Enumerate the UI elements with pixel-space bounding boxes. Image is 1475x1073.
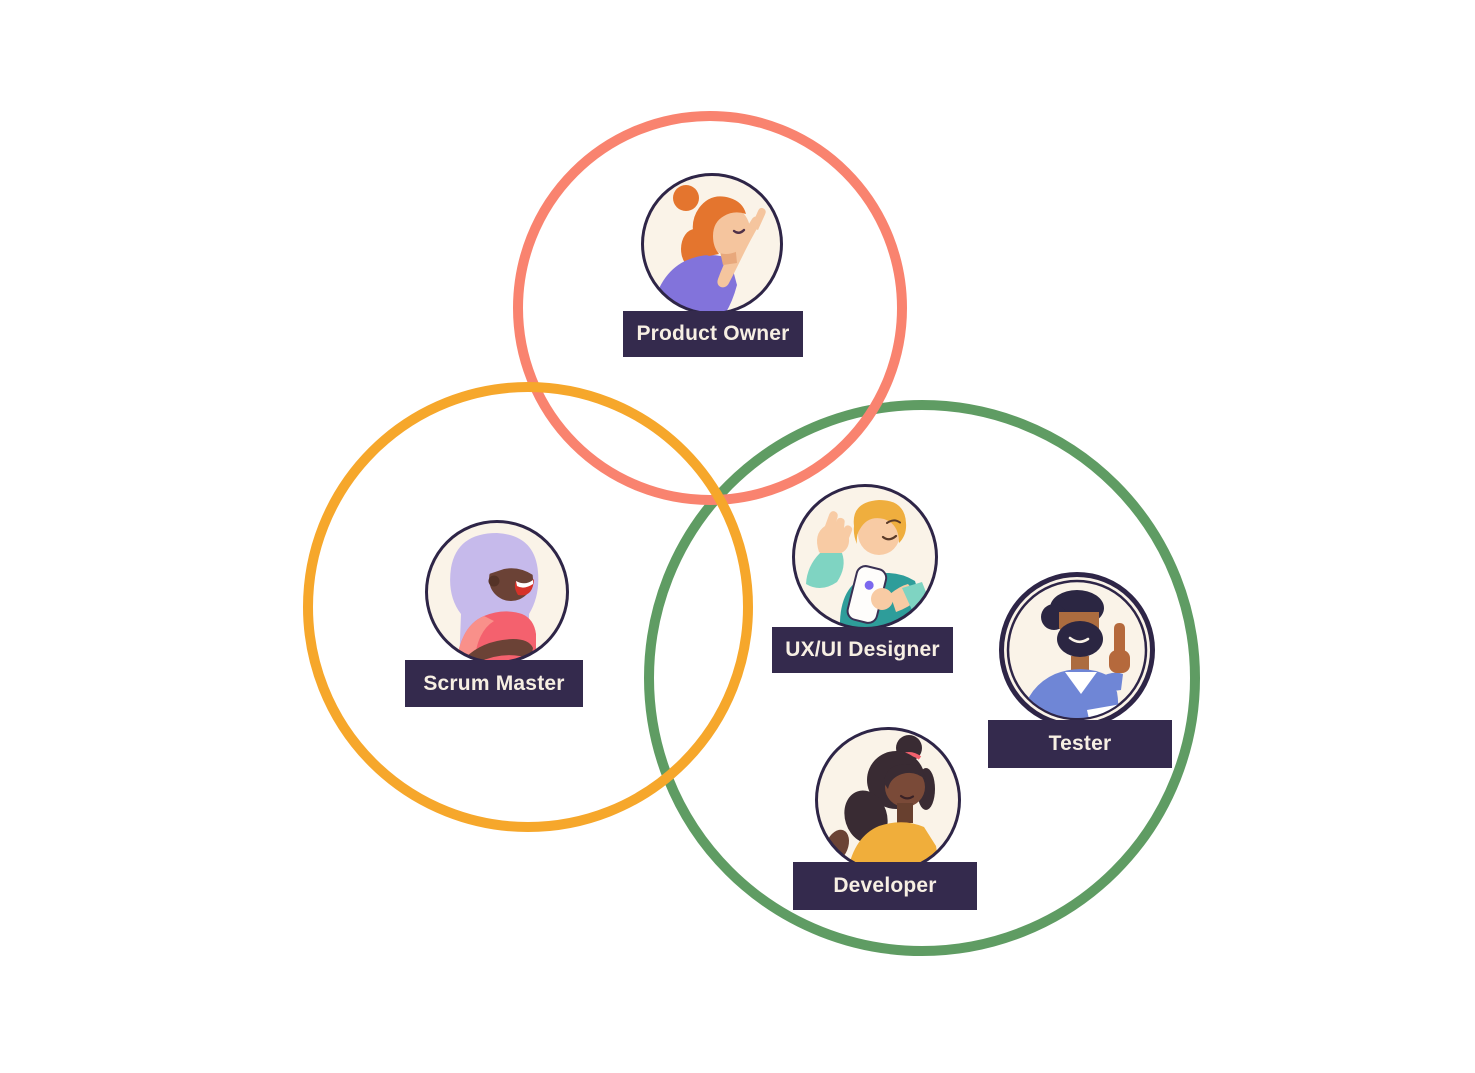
role-label-ux-ui-designer: UX/UI Designer xyxy=(772,627,953,673)
product-owner-ring xyxy=(513,111,907,505)
role-label-text: UX/UI Designer xyxy=(785,638,940,661)
scrum-master-ring xyxy=(303,382,753,832)
role-label-text: Scrum Master xyxy=(423,671,565,695)
role-label-tester: Tester xyxy=(988,720,1172,768)
role-label-product-owner: Product Owner xyxy=(623,311,803,357)
role-label-text: Developer xyxy=(833,874,937,897)
product-owner-avatar xyxy=(639,171,785,317)
ux-ui-designer-avatar xyxy=(790,482,940,632)
developer-avatar xyxy=(813,725,963,875)
scrum-master-avatar xyxy=(423,518,571,666)
role-label-text: Tester xyxy=(1048,732,1112,755)
development-team-ring xyxy=(644,400,1200,956)
tester-avatar xyxy=(995,568,1159,732)
role-label-scrum-master: Scrum Master xyxy=(405,660,583,707)
role-label-developer: Developer xyxy=(793,862,977,910)
role-label-text: Product Owner xyxy=(636,322,790,345)
